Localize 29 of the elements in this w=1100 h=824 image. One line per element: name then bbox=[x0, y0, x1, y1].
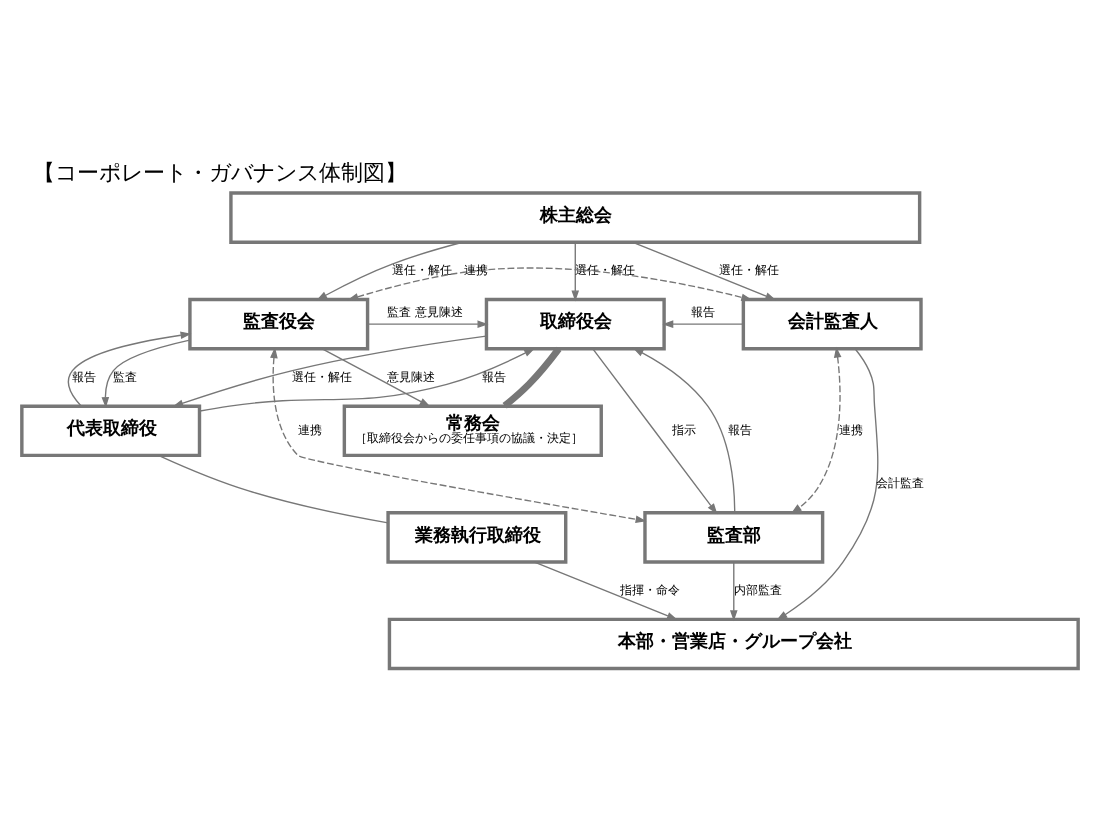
arrow bbox=[101, 338, 191, 408]
node-box: 取締役会 bbox=[484, 296, 666, 350]
arrow bbox=[632, 346, 736, 513]
node-box: 監査部 bbox=[643, 510, 825, 563]
arrow bbox=[316, 240, 464, 300]
arrow bbox=[790, 345, 842, 513]
node-box: 代表取締役 bbox=[20, 403, 202, 457]
diagram-title: 【コーポレート・ガバナンス体制図】 bbox=[32, 159, 407, 186]
arrow bbox=[571, 240, 580, 301]
arrow bbox=[199, 347, 536, 411]
node-box: 業務執行取締役 bbox=[386, 510, 568, 563]
node-box: 株主総会 bbox=[229, 190, 922, 243]
node-box: 会計監査人 bbox=[741, 296, 923, 350]
connector bbox=[502, 345, 562, 408]
arrow bbox=[270, 346, 647, 523]
arrow bbox=[321, 347, 431, 406]
node-box: 監査役会 bbox=[188, 296, 370, 350]
node-box: 本部・営業店・グループ会社 bbox=[387, 616, 1080, 670]
arrow bbox=[729, 560, 738, 621]
arrow bbox=[533, 560, 678, 619]
arrow bbox=[67, 330, 192, 406]
arrow bbox=[367, 319, 489, 327]
arrow bbox=[662, 319, 744, 327]
arrow bbox=[632, 240, 777, 300]
arrow bbox=[776, 347, 879, 620]
connector bbox=[158, 453, 389, 523]
arrow bbox=[347, 266, 753, 301]
arrow bbox=[172, 334, 487, 406]
arrow bbox=[592, 347, 718, 514]
